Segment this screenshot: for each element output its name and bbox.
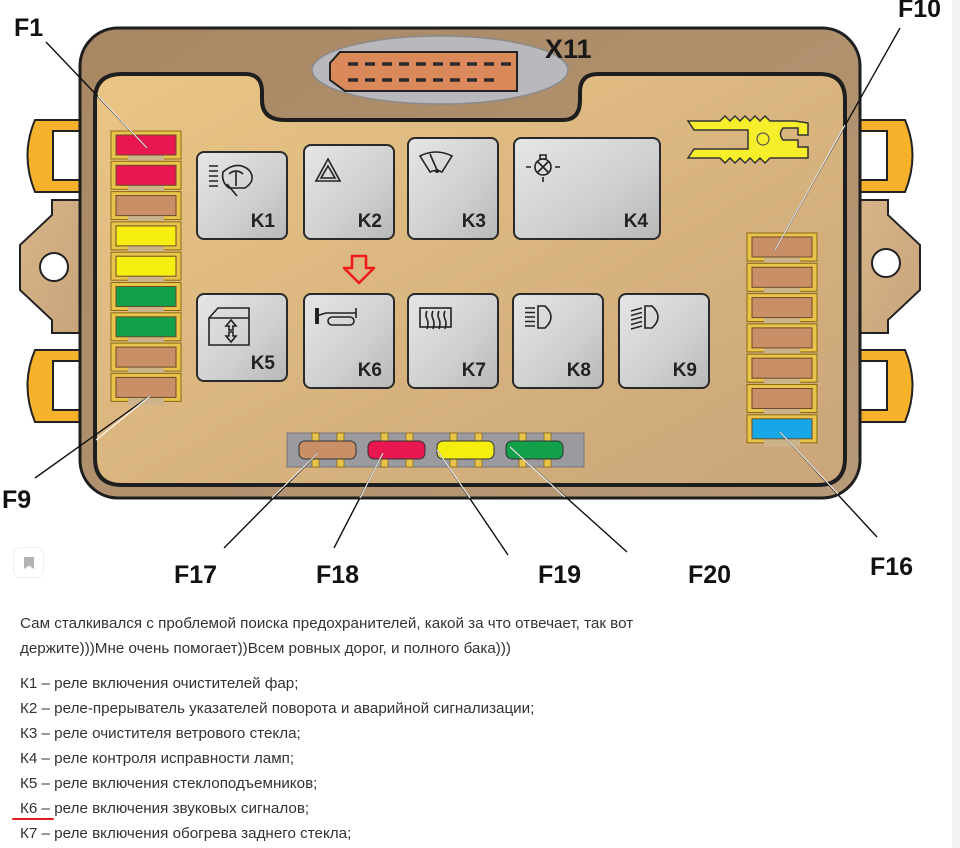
fuse[interactable] — [746, 262, 818, 296]
relay-label: K9 — [673, 360, 697, 381]
left-mount-ear — [19, 199, 81, 334]
bookmark-button[interactable] — [13, 547, 44, 578]
fuse[interactable] — [746, 323, 818, 356]
red-underline-annotation — [12, 818, 54, 820]
relay-code: К7 — [20, 825, 38, 842]
right-fuse-column — [746, 232, 818, 447]
relay-k3[interactable]: K3 — [407, 137, 499, 240]
relay-k5[interactable]: K5 — [196, 293, 288, 382]
relay-label: K4 — [624, 211, 649, 232]
windshield-wiper-icon — [418, 151, 454, 174]
intro-line-1: Сам сталкивался с проблемой поиска предо… — [20, 615, 634, 632]
hazard-triangle-icon — [314, 157, 342, 182]
relay-description-item: К2 – реле-прерыватель указателей поворот… — [20, 696, 920, 721]
highlight-arrow-icon — [342, 254, 376, 285]
fuse[interactable] — [110, 312, 182, 345]
bookmark-icon — [24, 557, 34, 569]
relay-label: K3 — [462, 211, 486, 232]
fuse[interactable] — [110, 160, 182, 194]
latch-tab — [26, 349, 89, 423]
article-body: Сам сталкивался с проблемой поиска предо… — [12, 611, 920, 846]
callout-label-f10: F10 — [898, 0, 941, 23]
housing-inner — [93, 72, 847, 487]
latch-tab — [26, 119, 89, 193]
relay-k6[interactable]: K6 — [303, 293, 395, 389]
high-beam-icon — [630, 305, 659, 330]
power-window-icon — [208, 307, 250, 346]
fuse[interactable] — [110, 372, 182, 406]
relay-k2[interactable]: K2 — [303, 144, 395, 240]
page-scrollbar[interactable] — [952, 0, 960, 848]
relay-code: К6 – — [12, 800, 54, 820]
fuse[interactable] — [746, 384, 818, 417]
relay-label: K1 — [251, 211, 276, 232]
relay-label: K2 — [358, 211, 382, 232]
relay-description-item: К4 – реле контроля исправности ламп; — [20, 746, 920, 771]
fuse[interactable] — [746, 293, 818, 326]
relay-code: К5 — [20, 775, 38, 792]
x11-connector — [311, 35, 569, 105]
relay-code: К3 — [20, 725, 38, 742]
relay-label: K8 — [567, 360, 591, 381]
relay-k1[interactable]: K1 — [196, 151, 288, 240]
fuse[interactable] — [110, 282, 182, 315]
fuse[interactable] — [110, 191, 182, 224]
headlamp-wiper-icon — [209, 164, 253, 197]
lamp-failure-icon — [526, 154, 560, 182]
relay-code: К2 — [20, 700, 38, 717]
relay-label: K5 — [251, 353, 276, 374]
fuse[interactable] — [110, 221, 182, 254]
x11-label: X11 — [545, 34, 592, 64]
relay-label: K6 — [358, 360, 382, 381]
relay-description-list: К1 – реле включения очистителей фар;К2 –… — [12, 671, 920, 846]
callout-label-f9: F9 — [2, 486, 31, 514]
fuse-puller-icon — [686, 114, 809, 165]
callout-label-f20: F20 — [688, 561, 731, 589]
fuse[interactable] — [110, 130, 182, 163]
callout-label-f17: F17 — [174, 561, 217, 589]
fuse-f20[interactable] — [505, 432, 564, 468]
relay-description-item: К7 – реле включения обогрева заднего сте… — [20, 821, 920, 846]
callout-label-f18: F18 — [316, 561, 359, 589]
relay-k9[interactable]: K9 — [618, 293, 710, 389]
relay-k4[interactable]: K4 — [513, 137, 661, 240]
callout-line-f9 — [34, 395, 151, 479]
intro-line-2: держите)))Мне очень помогает))Всем ровны… — [20, 640, 511, 657]
relay-code: К4 — [20, 750, 38, 767]
relay-description-text: – реле включения обогрева заднего стекла… — [37, 825, 352, 842]
relay-code: К1 — [20, 675, 38, 692]
callout-label-f19: F19 — [538, 561, 581, 589]
relay-description-item: К5 – реле включения стеклоподъемников; — [20, 771, 920, 796]
relay-k8[interactable]: K8 — [512, 293, 604, 389]
relay-description-text: – реле контроля исправности ламп; — [37, 750, 295, 767]
relay-description-text: реле включения звуковых сигналов; — [49, 800, 310, 817]
relay-description-text: – реле включения очистителей фар; — [37, 675, 299, 692]
callout-label-f1: F1 — [14, 14, 43, 42]
relay-description-text: – реле-прерыватель указателей поворота и… — [37, 700, 535, 717]
fuse[interactable] — [746, 414, 818, 447]
relay-label: K7 — [462, 360, 486, 381]
relay-description-item: К3 – реле очистителя ветрового стекла; — [20, 721, 920, 746]
latch-tab — [851, 119, 914, 193]
callout-label-f16: F16 — [870, 553, 913, 581]
fuse[interactable] — [746, 353, 818, 387]
right-mount-ear — [859, 199, 921, 334]
left-fuse-column — [110, 130, 182, 406]
relay-description-item: К1 – реле включения очистителей фар; — [20, 671, 920, 696]
article-intro: Сам сталкивался с проблемой поиска предо… — [20, 611, 920, 661]
low-beam-icon — [525, 305, 552, 329]
fuse-f17[interactable] — [298, 432, 357, 468]
relay-description-text: – реле очистителя ветрового стекла; — [37, 725, 301, 742]
relay-description-text: – реле включения стеклоподъемников; — [37, 775, 318, 792]
relay-k7[interactable]: K7 — [407, 293, 499, 389]
bottom-fuse-holder — [286, 432, 585, 468]
latch-tab — [851, 349, 914, 423]
rear-defrost-icon — [419, 307, 452, 330]
fuse[interactable] — [110, 251, 182, 285]
relay-description-item: К6 – реле включения звуковых сигналов; — [12, 796, 920, 821]
horn-icon — [315, 308, 357, 326]
fuse[interactable] — [110, 342, 182, 376]
